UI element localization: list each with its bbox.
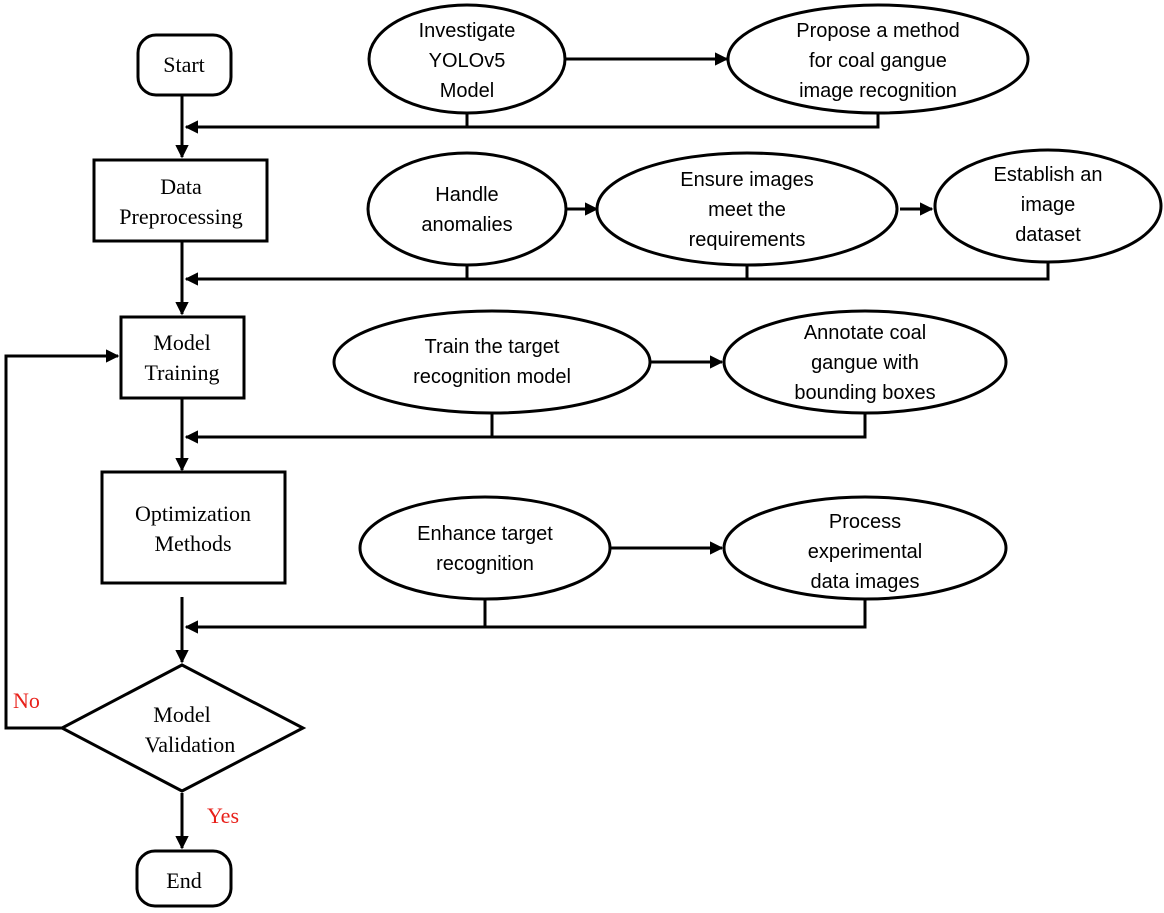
detail-line: recognition model bbox=[413, 366, 571, 388]
step-label-line-1: Model bbox=[153, 330, 210, 355]
detail-line: recognition bbox=[436, 553, 534, 575]
detail-line: Establish an bbox=[994, 164, 1103, 186]
end-terminal: End bbox=[135, 849, 233, 908]
decision-yes-label: Yes bbox=[207, 803, 239, 828]
decision-model-validation: Model Validation bbox=[58, 663, 307, 793]
start-label: Start bbox=[163, 52, 205, 77]
detail-line: image recognition bbox=[799, 80, 957, 102]
detail-line: for coal gangue bbox=[809, 50, 947, 72]
detail-establish-dataset: Establish an image dataset bbox=[933, 148, 1163, 264]
detail-line: bounding boxes bbox=[794, 382, 935, 404]
detail-line: Annotate coal bbox=[804, 322, 926, 344]
detail-process-images: Process experimental data images bbox=[722, 495, 1008, 601]
detail-line: anomalies bbox=[421, 214, 512, 236]
step-model-training: Model Training bbox=[119, 315, 246, 400]
decision-label-line-1: Model bbox=[153, 702, 210, 727]
detail-line: Investigate bbox=[419, 20, 516, 42]
detail-line: experimental bbox=[808, 541, 923, 563]
detail-line: Propose a method bbox=[796, 20, 959, 42]
detail-line: Ensure images bbox=[680, 169, 813, 191]
detail-line: requirements bbox=[689, 229, 806, 251]
detail-line: Model bbox=[440, 80, 494, 102]
detail-line: Handle bbox=[435, 184, 498, 206]
detail-ensure-images: Ensure images meet the requirements bbox=[595, 151, 899, 267]
connectors bbox=[4, 52, 1050, 850]
detail-train-model: Train the target recognition model bbox=[332, 309, 652, 415]
detail-annotate-gangue: Annotate coal gangue with bounding boxes bbox=[722, 309, 1008, 415]
detail-enhance-recognition: Enhance target recognition bbox=[358, 495, 612, 601]
step-label-line-1: Optimization bbox=[135, 501, 251, 526]
step-optimization-methods: Optimization Methods bbox=[100, 470, 287, 585]
detail-investigate-yolov5: Investigate YOLOv5 Model bbox=[367, 3, 567, 115]
edge-validation-no-loop bbox=[4, 349, 120, 730]
step-label-line-1: Data bbox=[160, 174, 202, 199]
decision-no-label: No bbox=[13, 688, 40, 713]
step-label-line-2: Training bbox=[145, 360, 220, 385]
detail-line: data images bbox=[811, 571, 920, 593]
decision-label-line-2: Validation bbox=[145, 732, 235, 757]
detail-propose-method: Propose a method for coal gangue image r… bbox=[726, 3, 1030, 115]
detail-line: Train the target bbox=[425, 336, 560, 358]
detail-line: dataset bbox=[1015, 224, 1081, 246]
detail-handle-anomalies: Handle anomalies bbox=[366, 151, 568, 267]
detail-line: image bbox=[1021, 194, 1075, 216]
step-label-line-2: Preprocessing bbox=[119, 204, 242, 229]
end-label: End bbox=[166, 868, 201, 893]
detail-line: Process bbox=[829, 511, 901, 533]
step-data-preprocessing: Data Preprocessing bbox=[92, 158, 269, 243]
step-label-line-2: Methods bbox=[155, 531, 232, 556]
edge-row1-feedback bbox=[465, 113, 880, 129]
detail-line: Enhance target bbox=[417, 523, 553, 545]
detail-line: meet the bbox=[708, 199, 786, 221]
edge-row4-feedback bbox=[483, 599, 867, 629]
edge-row3-feedback bbox=[490, 413, 867, 439]
detail-line: gangue with bbox=[811, 352, 919, 374]
detail-line: YOLOv5 bbox=[429, 50, 506, 72]
start-terminal: Start bbox=[136, 33, 233, 97]
